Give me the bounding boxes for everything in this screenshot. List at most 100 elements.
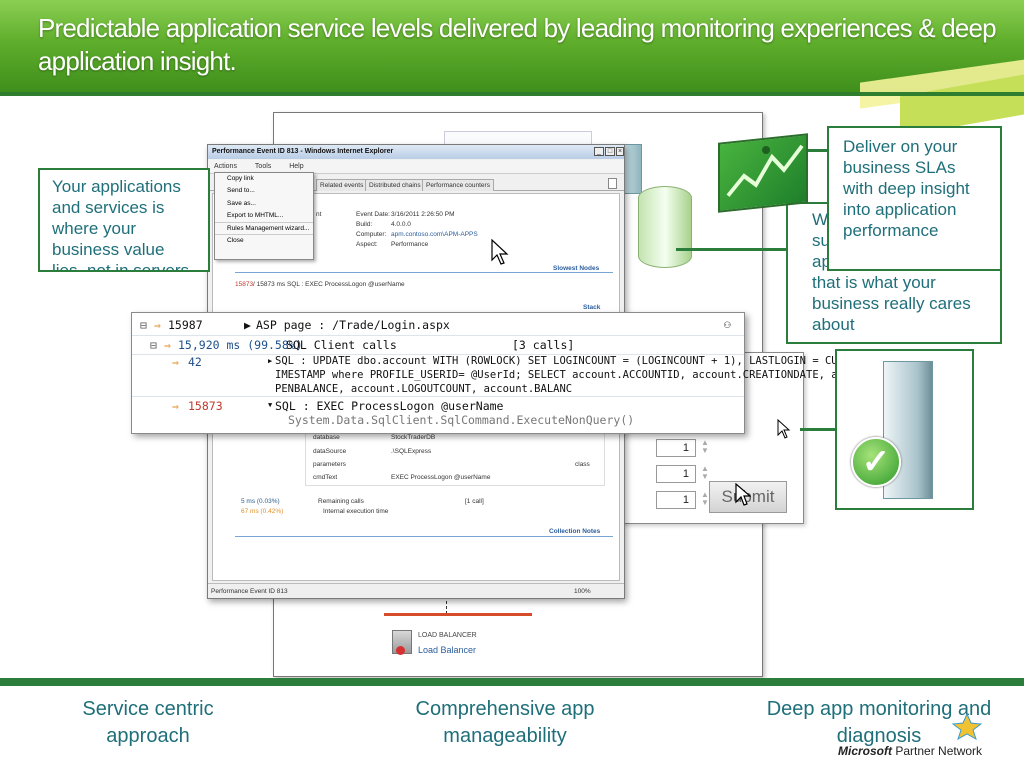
internal-label: Internal execution time xyxy=(323,508,389,515)
load-balancer-node[interactable]: LOAD BALANCER Load Balancer xyxy=(384,613,532,665)
binoculars-icon[interactable]: ⚇ xyxy=(724,317,731,331)
kpi-chart-icon xyxy=(718,133,808,213)
brand-suffix: Partner Network xyxy=(895,744,983,758)
computer-label: Computer: xyxy=(356,231,387,238)
trend-line-icon xyxy=(726,144,804,197)
callout-left: Your applications and services is where … xyxy=(38,168,210,272)
quantity-stepper-3[interactable]: 1 xyxy=(656,491,696,509)
server-icon xyxy=(883,361,933,499)
partner-network-icon xyxy=(951,712,983,741)
menu-item-copy-link[interactable]: Copy link xyxy=(227,175,254,182)
remaining-label: Remaining calls xyxy=(318,498,364,505)
stepper-arrows-icon[interactable]: ▲▼ xyxy=(701,464,709,481)
checkmark-icon: ✓ xyxy=(851,437,901,487)
hot-path-icon: ⇒ xyxy=(164,338,171,352)
param-name: cmdText xyxy=(313,474,338,481)
print-icon[interactable] xyxy=(608,178,617,189)
quantity-stepper-1[interactable]: 1 xyxy=(656,439,696,457)
tab-related-events[interactable]: Related events xyxy=(316,179,368,191)
menu-item-save-as[interactable]: Save as... xyxy=(227,199,256,207)
event-date-label: Event Date: xyxy=(356,211,390,218)
mouse-pointer-icon xyxy=(491,239,509,265)
hot-path-icon: ⇒ xyxy=(154,318,161,332)
menu-actions[interactable]: Actions xyxy=(214,163,237,170)
menu-item-export-mhtml[interactable]: Export to MHTML... xyxy=(227,211,284,219)
stack-header[interactable]: Stack xyxy=(583,304,601,311)
row2-method: System.Data.SqlClient.SqlCommand.Execute… xyxy=(288,413,635,427)
menu-help[interactable]: Help xyxy=(289,163,304,170)
submit-button[interactable]: Submit xyxy=(709,481,787,513)
tab-performance-counters[interactable]: Performance counters xyxy=(422,179,494,191)
collection-notes-header[interactable]: Collection Notes xyxy=(549,528,601,535)
child-calls: [3 calls] xyxy=(512,338,575,352)
collapse-icon[interactable]: ⊟ xyxy=(140,318,147,332)
row-divider xyxy=(132,335,744,336)
menu-tools[interactable]: Tools xyxy=(254,163,272,170)
tab-distributed-chains[interactable]: Distributed chains xyxy=(365,179,425,191)
connector-line xyxy=(800,428,836,431)
params-table xyxy=(305,430,605,486)
row2-sql[interactable]: SQL : EXEC ProcessLogon @userName xyxy=(275,399,504,413)
row1-sql[interactable]: SQL : UPDATE dbo.account WITH (ROWLOCK) … xyxy=(275,355,882,367)
footer-band xyxy=(0,678,1024,686)
param-value: EXEC ProcessLogon @userName xyxy=(391,474,491,481)
alert-dot-icon xyxy=(396,646,405,655)
collapse-icon[interactable]: ⊟ xyxy=(150,338,157,352)
maximize-icon[interactable]: □ xyxy=(605,147,615,156)
aspect-value: Performance xyxy=(391,241,429,248)
connector-dot xyxy=(762,146,770,154)
hot-path-icon: ⇒ xyxy=(172,399,179,413)
stepper-arrows-icon[interactable]: ▲▼ xyxy=(701,438,709,455)
zoom-level[interactable]: 100% xyxy=(574,588,591,595)
remaining-calls: [1 call] xyxy=(465,498,484,505)
menu-item-close[interactable]: Close xyxy=(215,234,313,246)
footer-service-centric: Service centric approach xyxy=(82,698,214,747)
row1-ms: 42 xyxy=(188,355,202,369)
timing-red: 15873 xyxy=(235,281,254,288)
header-band xyxy=(0,0,1024,92)
child-ms: 15,920 ms (99.58%) xyxy=(178,338,303,352)
status-text: Performance Event ID 813 xyxy=(211,588,288,595)
brand-name: Microsoft xyxy=(838,744,892,758)
stepper-arrows-icon[interactable]: ▲▼ xyxy=(701,490,709,507)
ie-tab-bar: Related events Distributed chains Perfor… xyxy=(208,175,624,191)
row1-sql-cont: IMESTAMP where PROFILE_USERID= @UserId; … xyxy=(275,369,889,381)
expand-arrow-icon: ▶ xyxy=(244,318,251,332)
header-divider xyxy=(0,92,1024,96)
quantity-stepper-2[interactable]: 1 xyxy=(656,465,696,483)
build-label: Build: xyxy=(356,221,373,228)
param-type: class xyxy=(575,461,590,468)
ie-status-bar: Performance Event ID 813 100% xyxy=(208,583,624,598)
param-value: StockTraderDB xyxy=(391,434,436,441)
row1-sql-cont: PENBALANCE, account.LOGOUTCOUNT, account… xyxy=(275,383,573,395)
footer-app-monitoring: Deep app monitoring and diagnosis xyxy=(766,698,992,747)
expand-arrow-icon: ▶ xyxy=(268,357,273,365)
ie-title-bar: Performance Event ID 813 - Windows Inter… xyxy=(208,145,624,159)
build-value: 4.0.0.0 xyxy=(391,221,411,228)
database-icon xyxy=(638,186,692,268)
callout-right-front: Deliver on your business SLAs with deep … xyxy=(827,126,1002,271)
hot-path-icon: ⇒ xyxy=(172,355,179,369)
event-prefix: nt xyxy=(316,211,322,218)
event-date: 3/16/2011 2:26:50 PM xyxy=(391,211,455,218)
root-ms: 15987 xyxy=(168,318,203,332)
minimize-icon[interactable]: _ xyxy=(594,147,604,156)
internal-ms: 67 ms (0.42%) xyxy=(241,508,284,515)
root-label[interactable]: ASP page : /Trade/Login.aspx xyxy=(256,318,450,332)
server-status-box: ✓ xyxy=(835,349,974,510)
ie-menu-bar: Actions Tools Help xyxy=(208,160,624,174)
aspect-label: Aspect: xyxy=(356,241,378,248)
slowest-nodes-header[interactable]: Slowest Nodes xyxy=(553,265,600,272)
close-icon[interactable]: × xyxy=(616,147,624,156)
child-label[interactable]: SQL Client calls xyxy=(286,338,397,352)
load-balancer-caption: LOAD BALANCER xyxy=(418,632,477,639)
computer-link[interactable]: apm.contoso.com\APM-APPS xyxy=(391,231,478,238)
menu-item-rules-wizard[interactable]: Rules Management wizard... xyxy=(215,222,313,234)
section-divider xyxy=(235,272,613,273)
timing-line: / 15873 ms SQL : EXEC ProcessLogon @user… xyxy=(253,281,405,288)
menu-item-send-to[interactable]: Send to... xyxy=(227,187,255,195)
param-name: database xyxy=(313,434,340,441)
row-divider xyxy=(132,354,744,355)
param-name[interactable]: parameters xyxy=(313,461,346,468)
